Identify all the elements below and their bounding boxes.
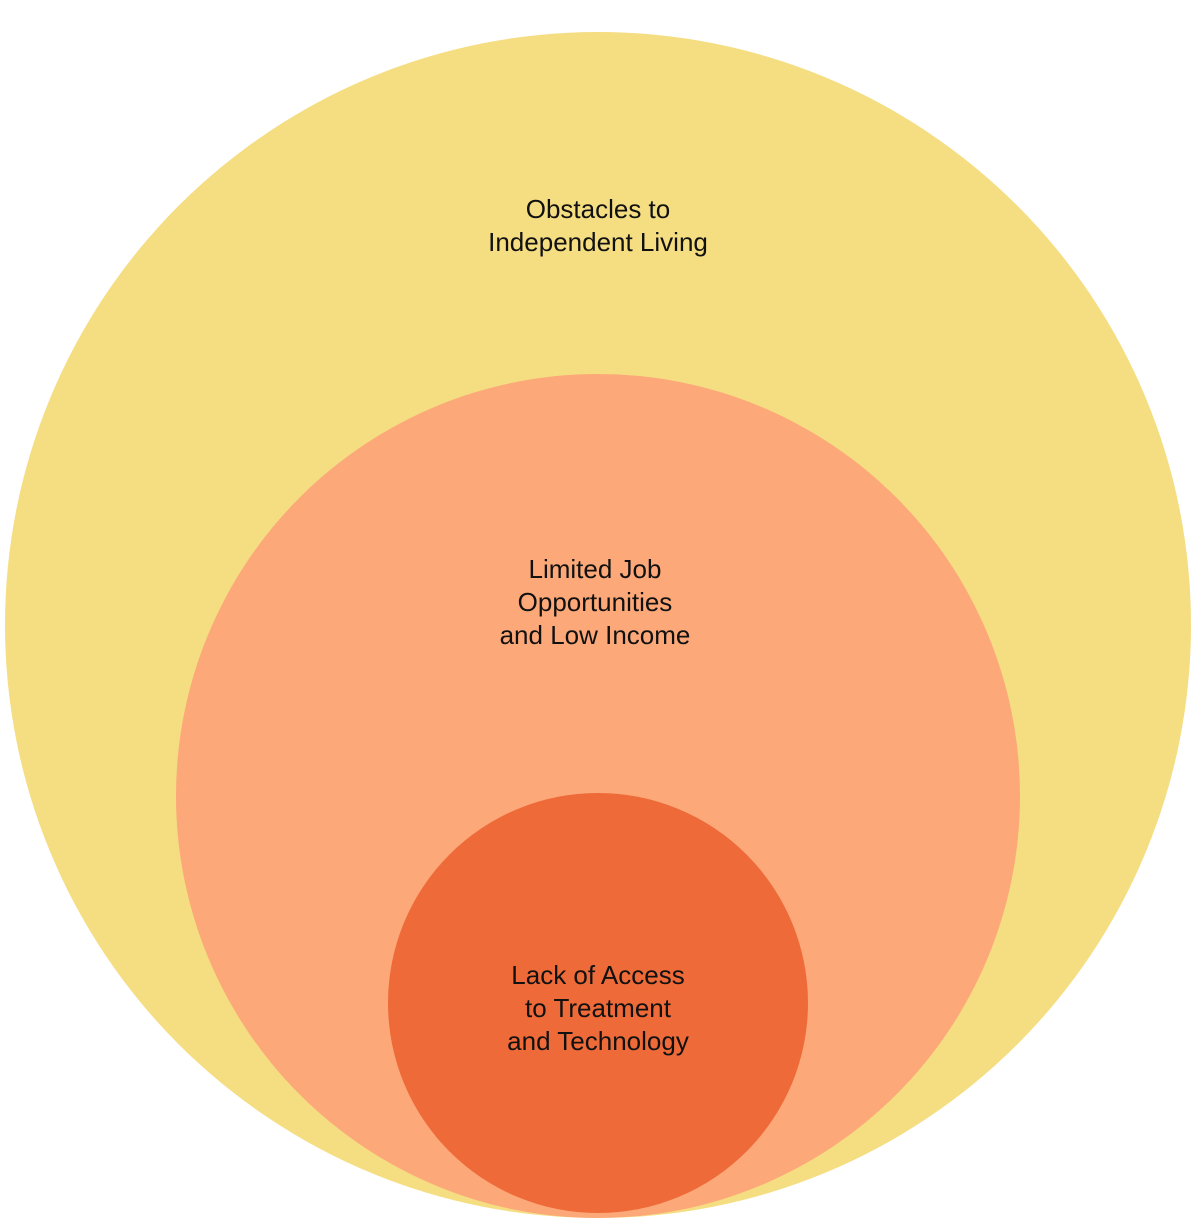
inner-circle <box>388 793 808 1213</box>
inner-label-line: Lack of Access <box>511 960 685 990</box>
inner-label-line: to Treatment <box>525 993 671 1023</box>
inner-label-line: and Technology <box>507 1026 689 1056</box>
middle-label-line: Limited Job <box>528 554 662 584</box>
middle-circle-label: Limited Job Opportunities and Low Income <box>500 553 691 652</box>
outer-label-line: Obstacles to <box>525 194 671 224</box>
outer-circle-label: Obstacles to Independent Living <box>488 193 708 259</box>
middle-label-line: and Low Income <box>499 620 691 650</box>
middle-label-line: Opportunities <box>517 587 673 617</box>
inner-circle-label: Lack of Access to Treatment and Technolo… <box>507 959 689 1058</box>
outer-label-line: Independent Living <box>488 227 708 257</box>
